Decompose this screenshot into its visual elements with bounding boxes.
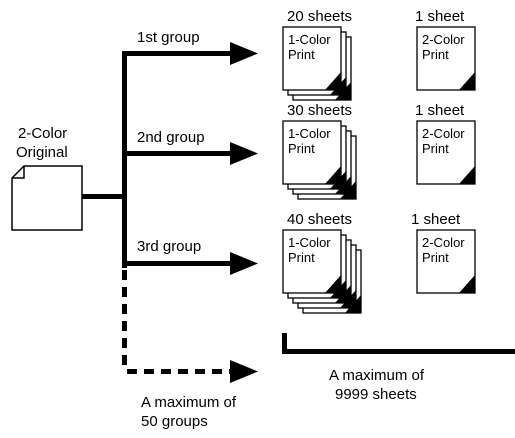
- original-connector-line: [82, 194, 126, 199]
- branch-connector: [82, 42, 258, 383]
- group2-arrow-icon: [230, 142, 258, 165]
- group2-single-line2: Print: [422, 141, 449, 156]
- max-groups-line1: A maximum of: [141, 394, 237, 411]
- group1-single-label: 1 sheet: [415, 8, 465, 25]
- single-sheet-icon: [416, 229, 476, 294]
- stack-icon: [282, 229, 362, 314]
- single-sheet-icon: [416, 120, 476, 185]
- group1-sheets-label: 20 sheets: [287, 8, 352, 25]
- original-page-icon: [11, 165, 83, 231]
- group1-single-line2: Print: [422, 47, 449, 62]
- stack-icon: [282, 120, 357, 200]
- original-label-line1: 2-Color: [18, 125, 67, 142]
- group2-print-line2: Print: [288, 141, 315, 156]
- group2-branch-line: [122, 151, 232, 156]
- group2-single-line1: 2-Color: [422, 126, 465, 141]
- trunk-line: [122, 54, 127, 268]
- single-sheet-icon: [416, 26, 476, 91]
- group1-label: 1st group: [137, 29, 200, 46]
- stack-icon: [282, 26, 352, 101]
- group3-single-label: 1 sheet: [411, 211, 461, 228]
- max-sheets-line2: 9999 sheets: [335, 386, 417, 403]
- dashed-arrow-icon: [230, 360, 258, 383]
- group3-sheets-label: 40 sheets: [287, 211, 352, 228]
- max-groups-line2: 50 groups: [141, 413, 208, 430]
- group1-print-line1: 1-Color: [288, 32, 331, 47]
- group2-print-line1: 1-Color: [288, 126, 331, 141]
- group3-label: 3rd group: [137, 238, 201, 255]
- group2-single-label: 1 sheet: [415, 102, 465, 119]
- group2-sheets-label: 30 sheets: [287, 102, 352, 119]
- max-sheets-line1: A maximum of: [329, 367, 425, 384]
- group1-branch-line: [122, 51, 232, 56]
- group3-arrow-icon: [230, 252, 258, 275]
- group3-print-line1: 1-Color: [288, 235, 331, 250]
- group1-single-line1: 2-Color: [422, 32, 465, 47]
- group2-prints: 30 sheets 1-Color Print 1 sheet 2-Color …: [282, 102, 476, 200]
- group3-single-line2: Print: [422, 250, 449, 265]
- group1-prints: 20 sheets 1-Color Print 1 sheet 2-Color …: [282, 8, 476, 101]
- group3-prints: 40 sheets 1-Color Print 1 sheet 2-Color …: [282, 211, 476, 314]
- group2-label: 2nd group: [137, 129, 205, 146]
- group3-print-line2: Print: [288, 250, 315, 265]
- group3-branch-line: [122, 261, 232, 266]
- max-sheets-bracket: [282, 333, 515, 354]
- original-document: 2-Color Original: [11, 125, 83, 231]
- group1-arrow-icon: [230, 42, 258, 65]
- group1-print-line2: Print: [288, 47, 315, 62]
- group3-single-line1: 2-Color: [422, 235, 465, 250]
- original-label-line2: Original: [16, 144, 68, 161]
